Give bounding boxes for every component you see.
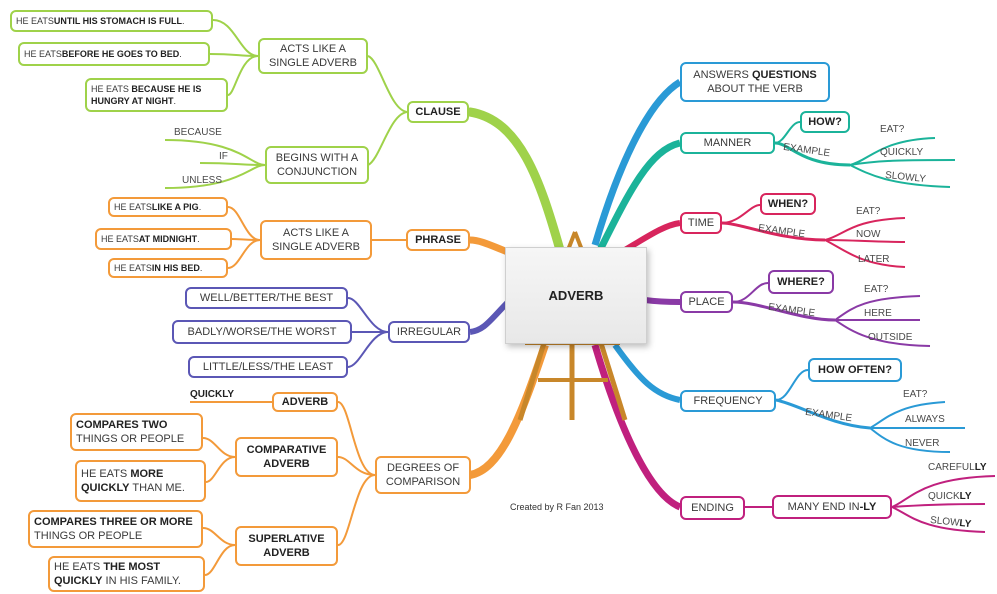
degrees-adverb-node: ADVERB bbox=[272, 392, 338, 412]
manner-item-1: EAT? bbox=[880, 124, 905, 135]
superlative-node: SUPERLATIVE ADVERB bbox=[235, 526, 338, 566]
frequency-item-2: ALWAYS bbox=[905, 414, 945, 425]
irregular-item-3: LITTLE/LESS/THE LEAST bbox=[188, 356, 348, 378]
central-topic: ADVERB bbox=[505, 247, 647, 344]
phrase-example-2: HE EATS AT MIDNIGHT. bbox=[95, 228, 232, 250]
manner-item-2: QUICKLY bbox=[880, 147, 924, 158]
ending-many-node: MANY END IN -LY bbox=[772, 495, 892, 519]
manner-node: MANNER bbox=[680, 132, 775, 154]
frequency-item-1: EAT? bbox=[903, 389, 928, 400]
place-item-2: HERE bbox=[864, 308, 892, 319]
time-item-3: LATER bbox=[858, 254, 890, 265]
credit-text: Created by R Fan 2013 bbox=[510, 502, 604, 512]
frequency-item-3: NEVER bbox=[905, 438, 940, 449]
conj-unless: UNLESS bbox=[182, 175, 223, 186]
phrase-acts-node: ACTS LIKE A SINGLE ADVERB bbox=[260, 220, 372, 260]
conj-because: BECAUSE bbox=[174, 127, 222, 138]
branch-answers bbox=[591, 79, 682, 246]
place-item-1: EAT? bbox=[864, 284, 889, 295]
comparative-example: HE EATS MORE QUICKLY THAN ME. bbox=[75, 460, 206, 502]
manner-question: HOW? bbox=[800, 111, 850, 133]
place-question: WHERE? bbox=[768, 270, 834, 294]
time-item-1: EAT? bbox=[856, 206, 881, 217]
branch-place bbox=[644, 297, 681, 305]
answers-node: ANSWERS QUESTIONS ABOUT THE VERB bbox=[680, 62, 830, 102]
branch-clause bbox=[465, 107, 565, 255]
frequency-question: HOW OFTEN? bbox=[808, 358, 902, 382]
branch-manner bbox=[596, 139, 682, 252]
clause-node: CLAUSE bbox=[407, 101, 469, 123]
clause-example-1: HE EATS UNTIL HIS STOMACH IS FULL. bbox=[10, 10, 213, 32]
clause-begins-node: BEGINS WITH A CONJUNCTION bbox=[265, 146, 369, 184]
ending-node: ENDING bbox=[680, 496, 745, 520]
clause-example-3: HE EATS BECAUSE HE IS HUNGRY AT NIGHT. bbox=[85, 78, 228, 112]
clause-acts-node: ACTS LIKE A SINGLE ADVERB bbox=[258, 38, 368, 74]
ending-item-1: CAREFULLY bbox=[928, 462, 987, 473]
time-node: TIME bbox=[680, 212, 722, 234]
branch-frequency bbox=[612, 343, 681, 403]
superlative-desc: COMPARES THREE OR MORE THINGS OR PEOPLE bbox=[28, 510, 203, 548]
comparative-desc: COMPARES TWO THINGS OR PEOPLE bbox=[70, 413, 203, 451]
clause-example-2: HE EATS BEFORE HE GOES TO BED. bbox=[18, 42, 210, 66]
place-node: PLACE bbox=[680, 291, 733, 313]
branch-degrees bbox=[468, 343, 549, 479]
branch-irregular bbox=[469, 297, 513, 335]
phrase-example-1: HE EATS LIKE A PIG. bbox=[108, 197, 228, 217]
conj-if: IF bbox=[219, 151, 228, 162]
phrase-example-3: HE EATS IN HIS BED. bbox=[108, 258, 228, 278]
time-question: WHEN? bbox=[760, 193, 816, 215]
time-item-2: NOW bbox=[856, 229, 881, 240]
comparative-node: COMPARATIVE ADVERB bbox=[235, 437, 338, 477]
frequency-node: FREQUENCY bbox=[680, 390, 776, 412]
irregular-item-1: WELL/BETTER/THE BEST bbox=[185, 287, 348, 309]
place-item-3: OUTSIDE bbox=[868, 332, 913, 343]
branch-time bbox=[623, 220, 681, 253]
degrees-quickly-label: QUICKLY bbox=[190, 389, 235, 400]
superlative-example: HE EATS THE MOST QUICKLY IN HIS FAMILY. bbox=[48, 556, 205, 592]
irregular-item-2: BADLY/WORSE/THE WORST bbox=[172, 320, 352, 344]
degrees-node: DEGREES OF COMPARISON bbox=[375, 456, 471, 494]
irregular-node: IRREGULAR bbox=[388, 321, 470, 343]
ending-item-2: QUICKLY bbox=[928, 491, 972, 502]
branch-ending bbox=[591, 344, 682, 511]
phrase-node: PHRASE bbox=[406, 229, 470, 251]
